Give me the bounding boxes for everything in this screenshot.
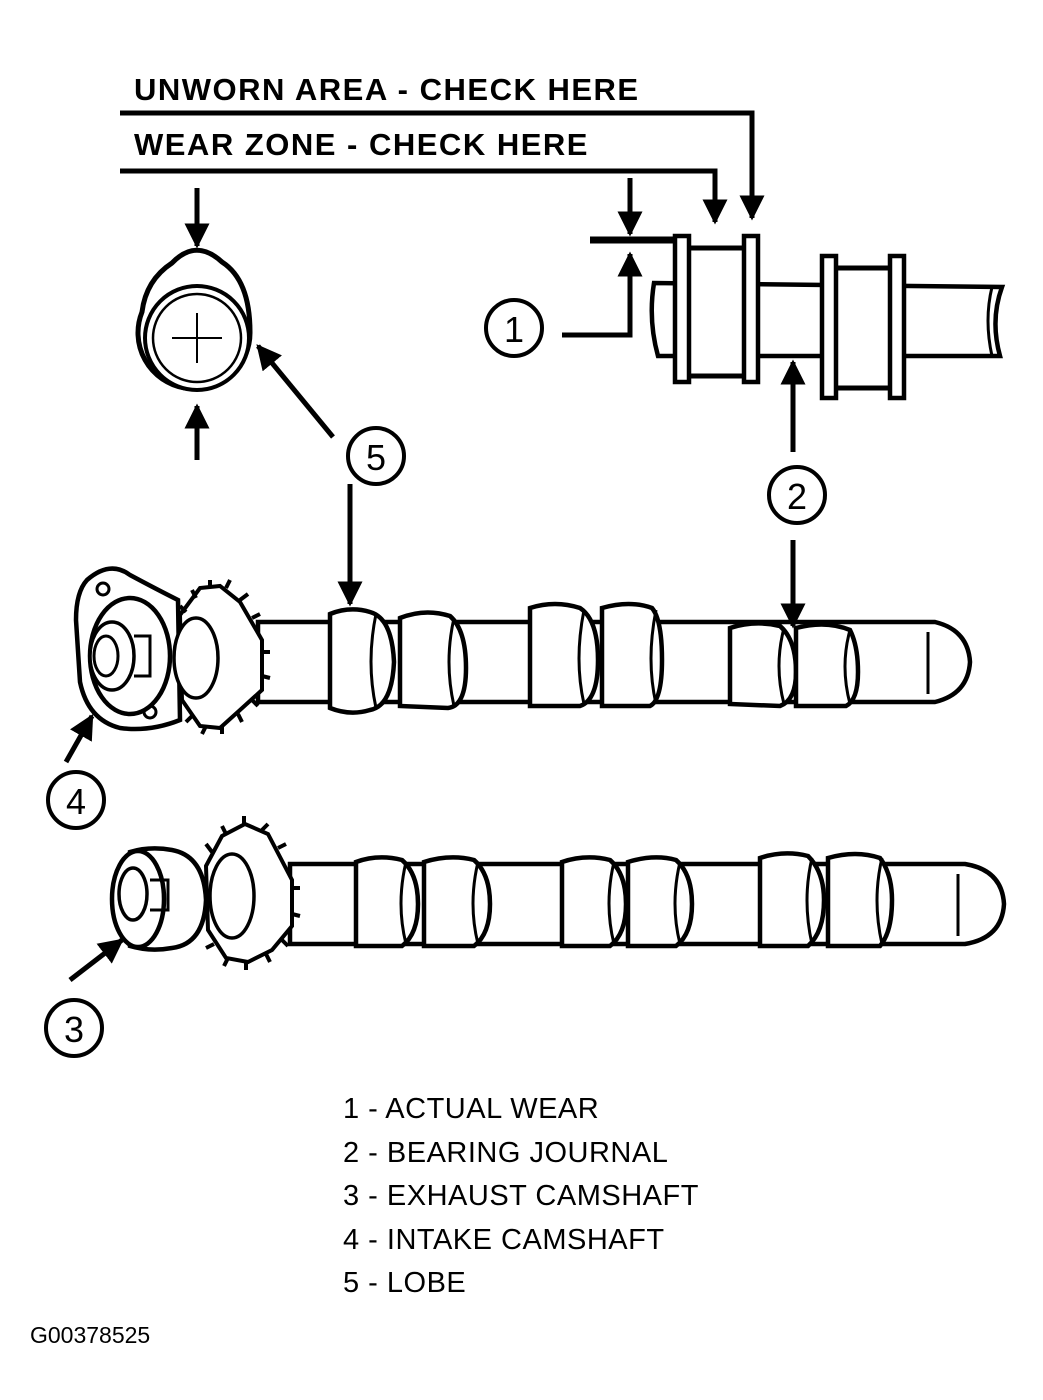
legend-item-bearing-journal: 2 - BEARING JOURNAL — [343, 1136, 669, 1169]
svg-text:1: 1 — [504, 309, 524, 350]
legend: 1 - ACTUAL WEAR 2 - BEARING JOURNAL 3 - … — [343, 1088, 699, 1306]
header-leader-lines — [120, 110, 765, 225]
callout-5: 5 — [346, 426, 406, 486]
lobe-cross-section — [135, 188, 253, 460]
lobe-arrow-section — [256, 344, 335, 439]
intake-arrow — [63, 713, 95, 764]
intake-camshaft — [73, 566, 973, 735]
unworn-leader — [120, 110, 765, 221]
legend-item-intake-camshaft: 4 - INTAKE CAMSHAFT — [343, 1223, 665, 1256]
callout-1: 1 — [484, 298, 544, 358]
svg-text:2: 2 — [787, 476, 807, 517]
svg-text:3: 3 — [64, 1009, 84, 1050]
svg-text:5: 5 — [366, 437, 386, 478]
wear-arrow-up — [562, 251, 643, 338]
callout-2: 2 — [767, 465, 827, 525]
legend-item-exhaust-camshaft: 3 - EXHAUST CAMSHAFT — [343, 1180, 699, 1212]
journal-detail — [562, 178, 1006, 452]
legend-item-lobe: 5 - LOBE — [343, 1267, 467, 1299]
wear-zone-heading: WEAR ZONE - CHECK HERE — [134, 127, 589, 162]
wear-leader — [120, 168, 728, 225]
figure-code: G00378525 — [30, 1322, 151, 1348]
svg-text:4: 4 — [66, 781, 86, 822]
exhaust-camshaft — [109, 816, 1007, 970]
unworn-area-heading: UNWORN AREA - CHECK HERE — [134, 72, 640, 107]
exhaust-arrow — [68, 938, 124, 982]
legend-item-actual-wear: 1 - ACTUAL WEAR — [343, 1093, 600, 1125]
pointer-arrows — [63, 344, 806, 982]
callout-3: 3 — [44, 998, 104, 1058]
callout-4: 4 — [46, 770, 106, 830]
